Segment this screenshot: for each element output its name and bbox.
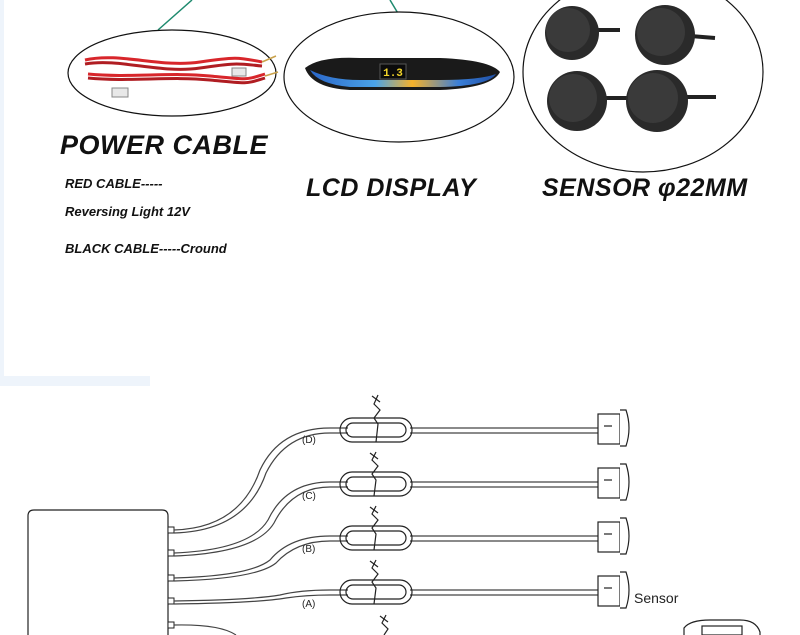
red-cable-purpose: Reversing Light 12V bbox=[65, 204, 190, 219]
channel-label-c: (C) bbox=[302, 491, 316, 502]
cable-tie bbox=[339, 451, 413, 497]
sensor-a bbox=[597, 571, 630, 609]
cable-tie bbox=[339, 505, 413, 551]
channel-label-d: (D) bbox=[302, 435, 316, 446]
channel-label-b: (B) bbox=[302, 544, 315, 555]
power-cable-title: POWER CABLE bbox=[60, 130, 268, 160]
sensor-d bbox=[597, 409, 630, 447]
lcd-digits: 1.3 bbox=[383, 68, 403, 80]
panel-edge bbox=[0, 0, 4, 378]
lcd-display-title: LCD DISPLAY bbox=[306, 174, 477, 202]
sensor-unit bbox=[635, 5, 716, 65]
pointer-line bbox=[157, 0, 193, 31]
sensor-b bbox=[597, 517, 630, 555]
channel-a-wire bbox=[173, 589, 600, 605]
cable-tie bbox=[379, 614, 389, 635]
sensors-image bbox=[522, 0, 764, 173]
cable-tie bbox=[339, 559, 413, 605]
panel-edge-bottom bbox=[0, 376, 150, 386]
sensor-unit bbox=[547, 71, 628, 131]
sensor-title: SENSOR φ22MM bbox=[542, 174, 748, 202]
sensor-unit bbox=[626, 70, 716, 132]
black-cable-note: BLACK CABLE-----Cround bbox=[65, 241, 227, 256]
channel-d-wire bbox=[173, 427, 600, 534]
lcd-display-image: 1.3 bbox=[283, 11, 515, 143]
sensor-unit bbox=[545, 6, 620, 60]
red-cable-note: RED CABLE----- bbox=[65, 176, 163, 191]
power-cable-image bbox=[67, 29, 279, 117]
channel-b-wire bbox=[173, 535, 600, 582]
channel-c-wire bbox=[173, 481, 600, 557]
sensor-label: Sensor bbox=[634, 590, 679, 606]
control-box bbox=[27, 509, 169, 635]
cable-tie bbox=[339, 394, 413, 443]
channel-label-a: (A) bbox=[302, 599, 315, 610]
display-unit bbox=[683, 619, 761, 635]
sensor-c bbox=[597, 463, 630, 501]
